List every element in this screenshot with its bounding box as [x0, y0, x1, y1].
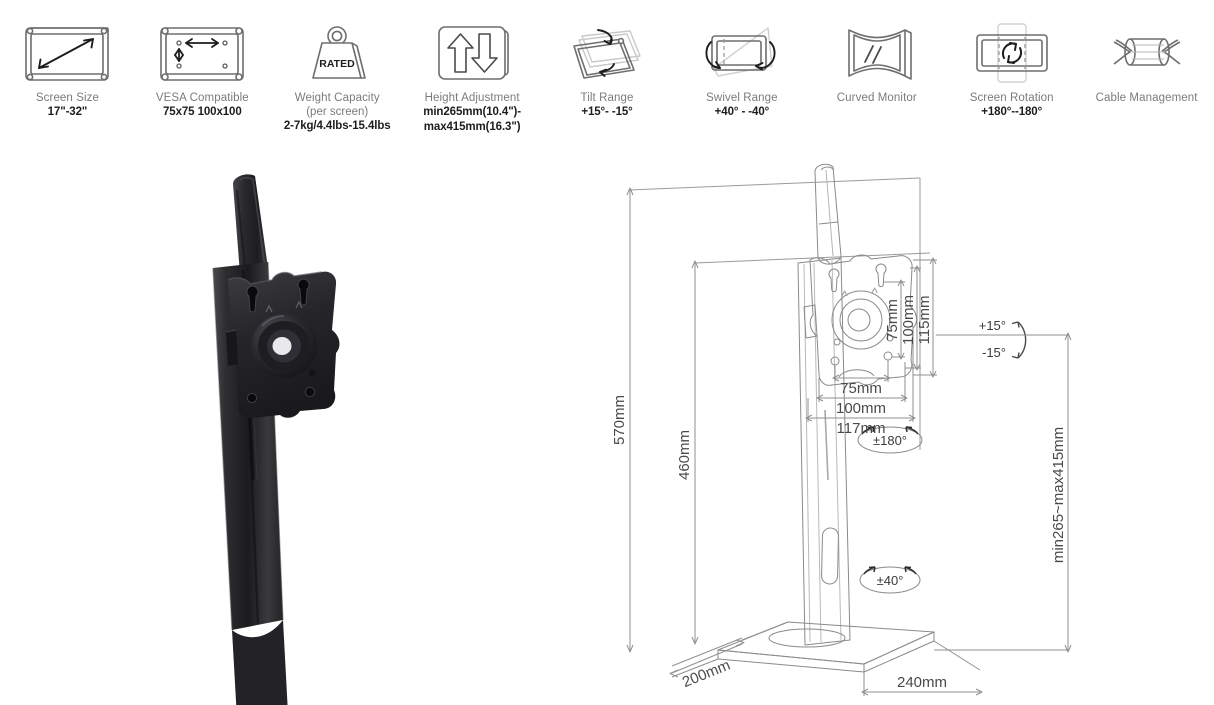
angle-label-rotation: ±180° [873, 433, 907, 448]
feature-label: Screen Rotation [969, 92, 1054, 104]
feature-value: 17"-32" [47, 106, 88, 118]
drawing-top-arm [814, 163, 842, 265]
feature-label: Screen Size [35, 92, 99, 104]
dimension-label-height-range: min265~max415mm [1050, 427, 1067, 563]
curved-monitor-icon [827, 22, 927, 84]
stand-base [232, 620, 288, 705]
height-range-dimension [934, 332, 1072, 653]
weight-capacity-icon: RATED [287, 22, 387, 84]
feature-icon-strip: Screen Size 17"-32" [0, 0, 1214, 148]
feature-label: Cable Management [1095, 92, 1198, 104]
feature-screen-rotation: Screen Rotation +180°--180° [944, 0, 1079, 120]
angle-label-swivel: ±40° [877, 573, 904, 588]
base-dimensions [669, 621, 983, 696]
rated-badge: RATED [320, 58, 356, 70]
feature-height-adjustment: Height Adjustment min265mm(10.4")- max41… [405, 0, 540, 134]
cable-management-icon [1092, 22, 1202, 84]
vesa-screw-holes [246, 369, 316, 404]
height-adjustment-icon [422, 22, 522, 84]
feature-label: Swivel Range [706, 92, 778, 104]
rotation-180-badge [857, 426, 923, 454]
screen-rotation-icon [962, 22, 1062, 84]
vesa-vertical-dimensions [883, 257, 937, 378]
drawing-vesa-plate [803, 254, 918, 386]
feature-swivel-range: Swivel Range +40° - -40° [674, 0, 809, 120]
feature-label: Curved Monitor [836, 92, 917, 104]
feature-value: 75x75 100x100 [163, 106, 242, 118]
monitor-stand-photo [212, 174, 340, 705]
swivel-40-badge [859, 566, 921, 594]
screen-size-icon [17, 22, 117, 84]
dimension-label-vesa-height-inner: 75mm [884, 299, 901, 341]
feature-screen-size: Screen Size 17"-32" [0, 0, 135, 120]
dimension-570-line [626, 187, 634, 653]
dimension-label-base-depth: 200mm [680, 657, 733, 692]
vesa-compatible-icon [152, 22, 252, 84]
dimension-label-base-width: 240mm [897, 674, 947, 691]
angle-label-tilt-down: -15° [982, 345, 1006, 360]
feature-label: VESA Compatible [155, 92, 249, 104]
dimension-460-line [691, 260, 699, 645]
vesa-keyholes [246, 278, 310, 313]
vesa-mount-plate [225, 271, 340, 419]
feature-value: +40° - -40° [714, 106, 770, 118]
feature-cable-management: Cable Management [1079, 0, 1214, 105]
feature-value-line2: max415mm(16.3") [423, 120, 521, 133]
feature-label: Tilt Range [580, 92, 634, 104]
feature-value-line1: min265mm(10.4")- [423, 106, 522, 118]
dimension-label-plate-width: 117mm [837, 420, 886, 437]
feature-vesa-compatible: VESA Compatible 75x75 100x100 [135, 0, 270, 120]
technical-drawing-panel: 570mm 460mm 75mm 100mm 117mm 75mm 100mm … [600, 150, 1214, 705]
feature-value: +180°--180° [981, 106, 1043, 118]
tilt-range-icon [552, 22, 662, 84]
dimension-label-vesa-width-inner: 75mm [840, 380, 882, 397]
feature-value: +15°- -15° [581, 106, 633, 118]
angle-label-tilt-up: +15° [979, 318, 1006, 333]
stand-top-arm [233, 174, 268, 281]
dimension-label-vesa-height-outer: 100mm [900, 295, 917, 345]
vesa-horizontal-dimensions [805, 326, 916, 422]
dimension-label-vesa-width-outer: 100mm [836, 400, 886, 417]
feature-label: Weight Capacity [294, 92, 380, 104]
feature-weight-capacity: RATED Weight Capacity (per screen) 2-7kg… [270, 0, 405, 134]
drawing-column [797, 257, 851, 646]
dimension-label-plate-height: 115mm [916, 296, 933, 345]
feature-value: 2-7kg/4.4lbs-15.4lbs [283, 120, 391, 132]
vesa-pivot-hub [251, 314, 317, 378]
feature-curved-monitor: Curved Monitor [809, 0, 944, 105]
swivel-range-icon [684, 22, 799, 84]
feature-tilt-range: Tilt Range +15°- -15° [540, 0, 675, 120]
dimension-label-total-height: 570mm [611, 395, 628, 445]
product-photo-panel [0, 150, 600, 705]
dimension-label-column-height: 460mm [676, 430, 693, 480]
drawing-base-plate [717, 621, 935, 673]
feature-sublabel: (per screen) [306, 106, 369, 118]
feature-label: Height Adjustment [424, 92, 520, 104]
tilt-indicator [1011, 321, 1027, 359]
